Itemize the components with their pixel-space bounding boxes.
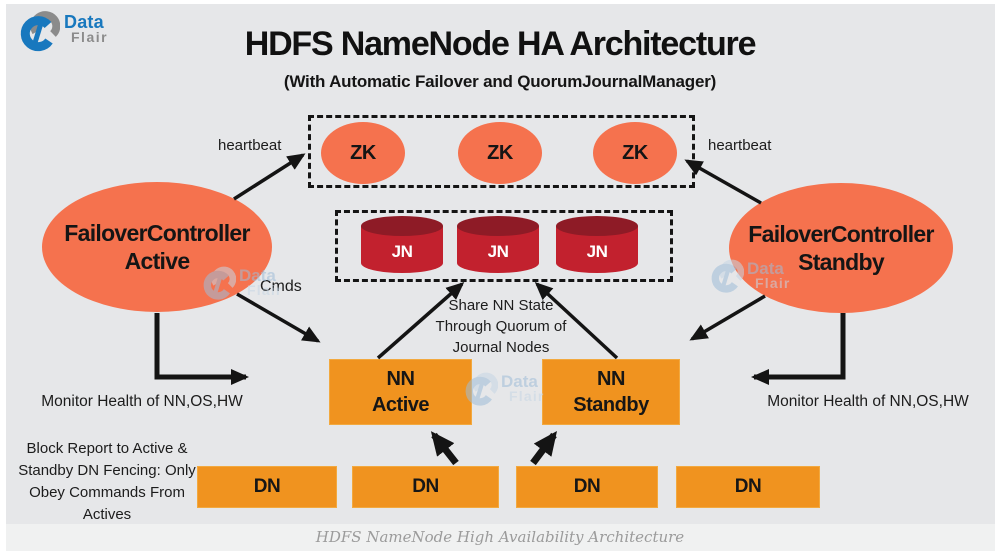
label-cmds: Cmds — [260, 278, 302, 295]
failover-controller-standby: FailoverController Standby — [729, 183, 953, 313]
label-monitor-health-right: Monitor Health of NN,OS,HW — [767, 393, 969, 410]
label-block-report: Block Report to Active & Standby DN Fenc… — [18, 440, 196, 523]
frame-border-bottom — [0, 551, 1000, 553]
datanode-2: DN — [352, 466, 499, 508]
jn-node-1: JN — [361, 216, 443, 273]
datanode-1: DN — [197, 466, 337, 508]
page-subtitle: (With Automatic Failover and QuorumJourn… — [283, 72, 717, 91]
zk-node-3: ZK — [593, 122, 677, 184]
zk-node-2: ZK — [458, 122, 542, 184]
nn-active-line1: NN — [386, 368, 415, 390]
page-title: HDFS NameNode HA Architecture — [244, 25, 757, 63]
failover-controller-active: FailoverController Active — [42, 182, 272, 312]
jn-node-3-label: JN — [587, 242, 608, 261]
watermark-center: Data Flair — [460, 368, 545, 410]
nn-active-line2: Active — [371, 394, 430, 416]
label-monitor-health-left: Monitor Health of NN,OS,HW — [41, 393, 243, 410]
label-heartbeat-right: heartbeat — [708, 137, 772, 154]
arrow-monitor-left — [154, 313, 249, 385]
arrow-cmds-fc-active-to-nn-active — [236, 292, 321, 343]
zookeeper-quorum-box — [308, 115, 695, 188]
fc-standby-line2: Standby — [798, 249, 885, 275]
dataflair-logo-icon — [20, 11, 60, 52]
caption-bar — [0, 524, 1000, 553]
label-heartbeat-left: heartbeat — [218, 137, 282, 154]
fc-standby-line1: FailoverController — [748, 221, 934, 247]
arrow-dn3-to-nn-standby — [530, 431, 557, 466]
arrow-fc-standby-to-zk — [684, 159, 762, 205]
datanode-3: DN — [516, 466, 658, 508]
fc-active-line2: Active — [124, 248, 191, 274]
fc-active-line1: FailoverController — [64, 220, 250, 246]
label-share-nn-state: Share NN State Through Quorum of Journal… — [435, 297, 567, 356]
jn-node-1-label: JN — [392, 242, 413, 261]
arrow-monitor-right — [751, 313, 846, 385]
arrow-dn2-to-nn-active — [430, 431, 459, 466]
nn-standby-line1: NN — [597, 368, 625, 390]
jn-node-2: JN — [457, 216, 539, 273]
nn-standby-line2: Standby — [573, 394, 649, 416]
jn-node-2-label: JN — [488, 242, 509, 261]
namenode-active: NN Active — [329, 359, 472, 425]
dataflair-logo: Data Flair — [14, 7, 108, 55]
frame-border-left — [0, 0, 6, 553]
namenode-standby: NN Standby — [542, 359, 680, 425]
frame-border-right — [995, 0, 1000, 553]
arrow-fc-standby-to-nn-standby — [689, 294, 766, 341]
frame-border-top — [0, 0, 1000, 4]
logo-text-flair: Flair — [71, 29, 109, 45]
jn-node-3: JN — [556, 216, 638, 273]
arrow-fc-active-to-zk — [233, 153, 306, 201]
logo-text-data: Data — [64, 12, 104, 32]
datanode-4: DN — [676, 466, 820, 508]
journalnode-quorum-box — [335, 210, 673, 282]
zk-node-1: ZK — [321, 122, 405, 184]
caption-text: HDFS NameNode High Availability Architec… — [315, 528, 685, 546]
